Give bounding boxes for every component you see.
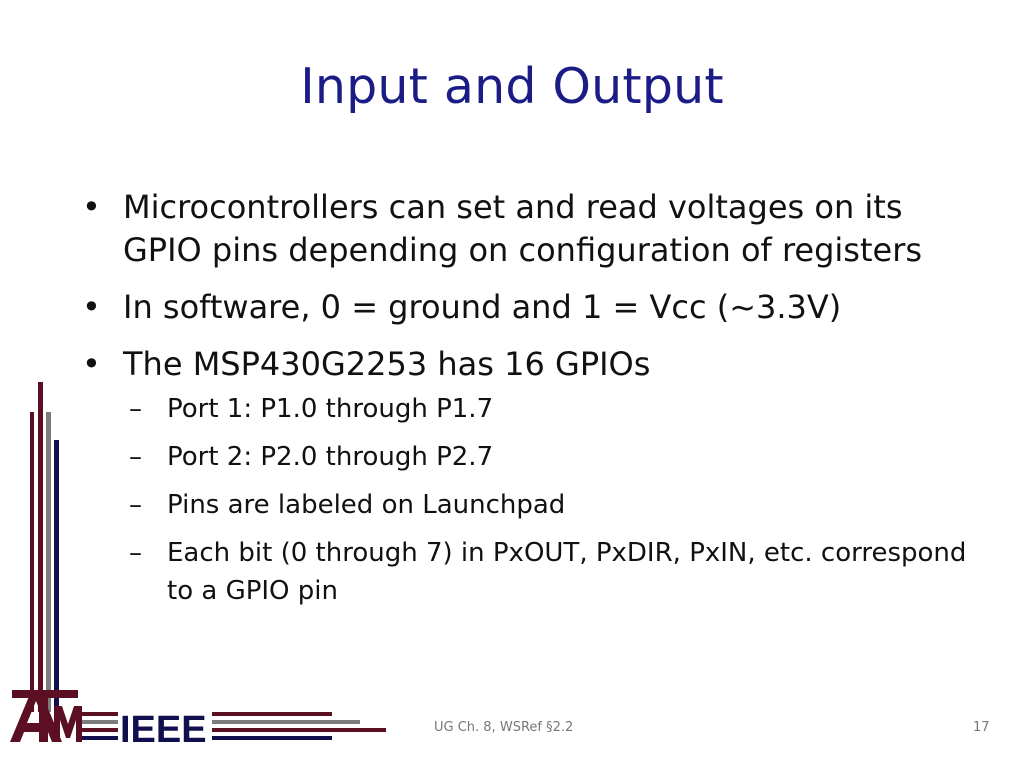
sub-bullet-text: Port 2: P2.0 through P2.7: [167, 442, 494, 472]
sub-bullet-text: Port 1: P1.0 through P1.7: [167, 394, 494, 424]
bullet-glyph: •: [82, 188, 101, 226]
slide-title: Input and Output: [300, 58, 724, 115]
atm-monogram: [10, 690, 82, 742]
sub-bullet-item: – Each bit (0 through 7) in PxOUT, PxDIR…: [129, 534, 982, 610]
bullet-glyph: •: [82, 345, 101, 383]
ieee-lettering: IEEE: [118, 708, 212, 751]
sub-bullet-item: – Port 2: P2.0 through P2.7: [129, 438, 982, 476]
sub-bullet-item: – Pins are labeled on Launchpad: [129, 486, 982, 524]
dash-glyph: –: [129, 538, 142, 568]
bullet-text: In software, 0 = ground and 1 = Vcc (~3.…: [123, 288, 842, 326]
dash-glyph: –: [129, 394, 142, 424]
stripe-vertical-gray: [46, 412, 51, 712]
svg-text:IEEE: IEEE: [120, 709, 207, 751]
footer-reference: UG Ch. 8, WSRef §2.2: [434, 720, 574, 735]
slide-body: • Microcontrollers can set and read volt…: [82, 186, 982, 620]
sub-bullet-text: Each bit (0 through 7) in PxOUT, PxDIR, …: [167, 538, 967, 606]
dash-glyph: –: [129, 490, 142, 520]
bullet-item: • In software, 0 = ground and 1 = Vcc (~…: [82, 286, 982, 329]
slide-number: 17: [973, 720, 990, 735]
bullet-item: • Microcontrollers can set and read volt…: [82, 186, 982, 272]
stripe-horizontal-maroon: [82, 728, 386, 732]
stripe-horizontal-gray: [82, 720, 360, 724]
bullet-glyph: •: [82, 288, 101, 326]
bullet-text: Microcontrollers can set and read voltag…: [123, 188, 923, 269]
dash-glyph: –: [129, 442, 142, 472]
bullet-text: The MSP430G2253 has 16 GPIOs: [123, 345, 651, 383]
sub-bullet-text: Pins are labeled on Launchpad: [167, 490, 566, 520]
stripe-vertical-navy: [54, 440, 59, 712]
bullet-item: • The MSP430G2253 has 16 GPIOs: [82, 343, 982, 386]
stripe-vertical-maroon-2: [30, 412, 34, 712]
sub-bullet-item: – Port 1: P1.0 through P1.7: [129, 390, 982, 428]
stripe-vertical-maroon: [38, 382, 43, 712]
